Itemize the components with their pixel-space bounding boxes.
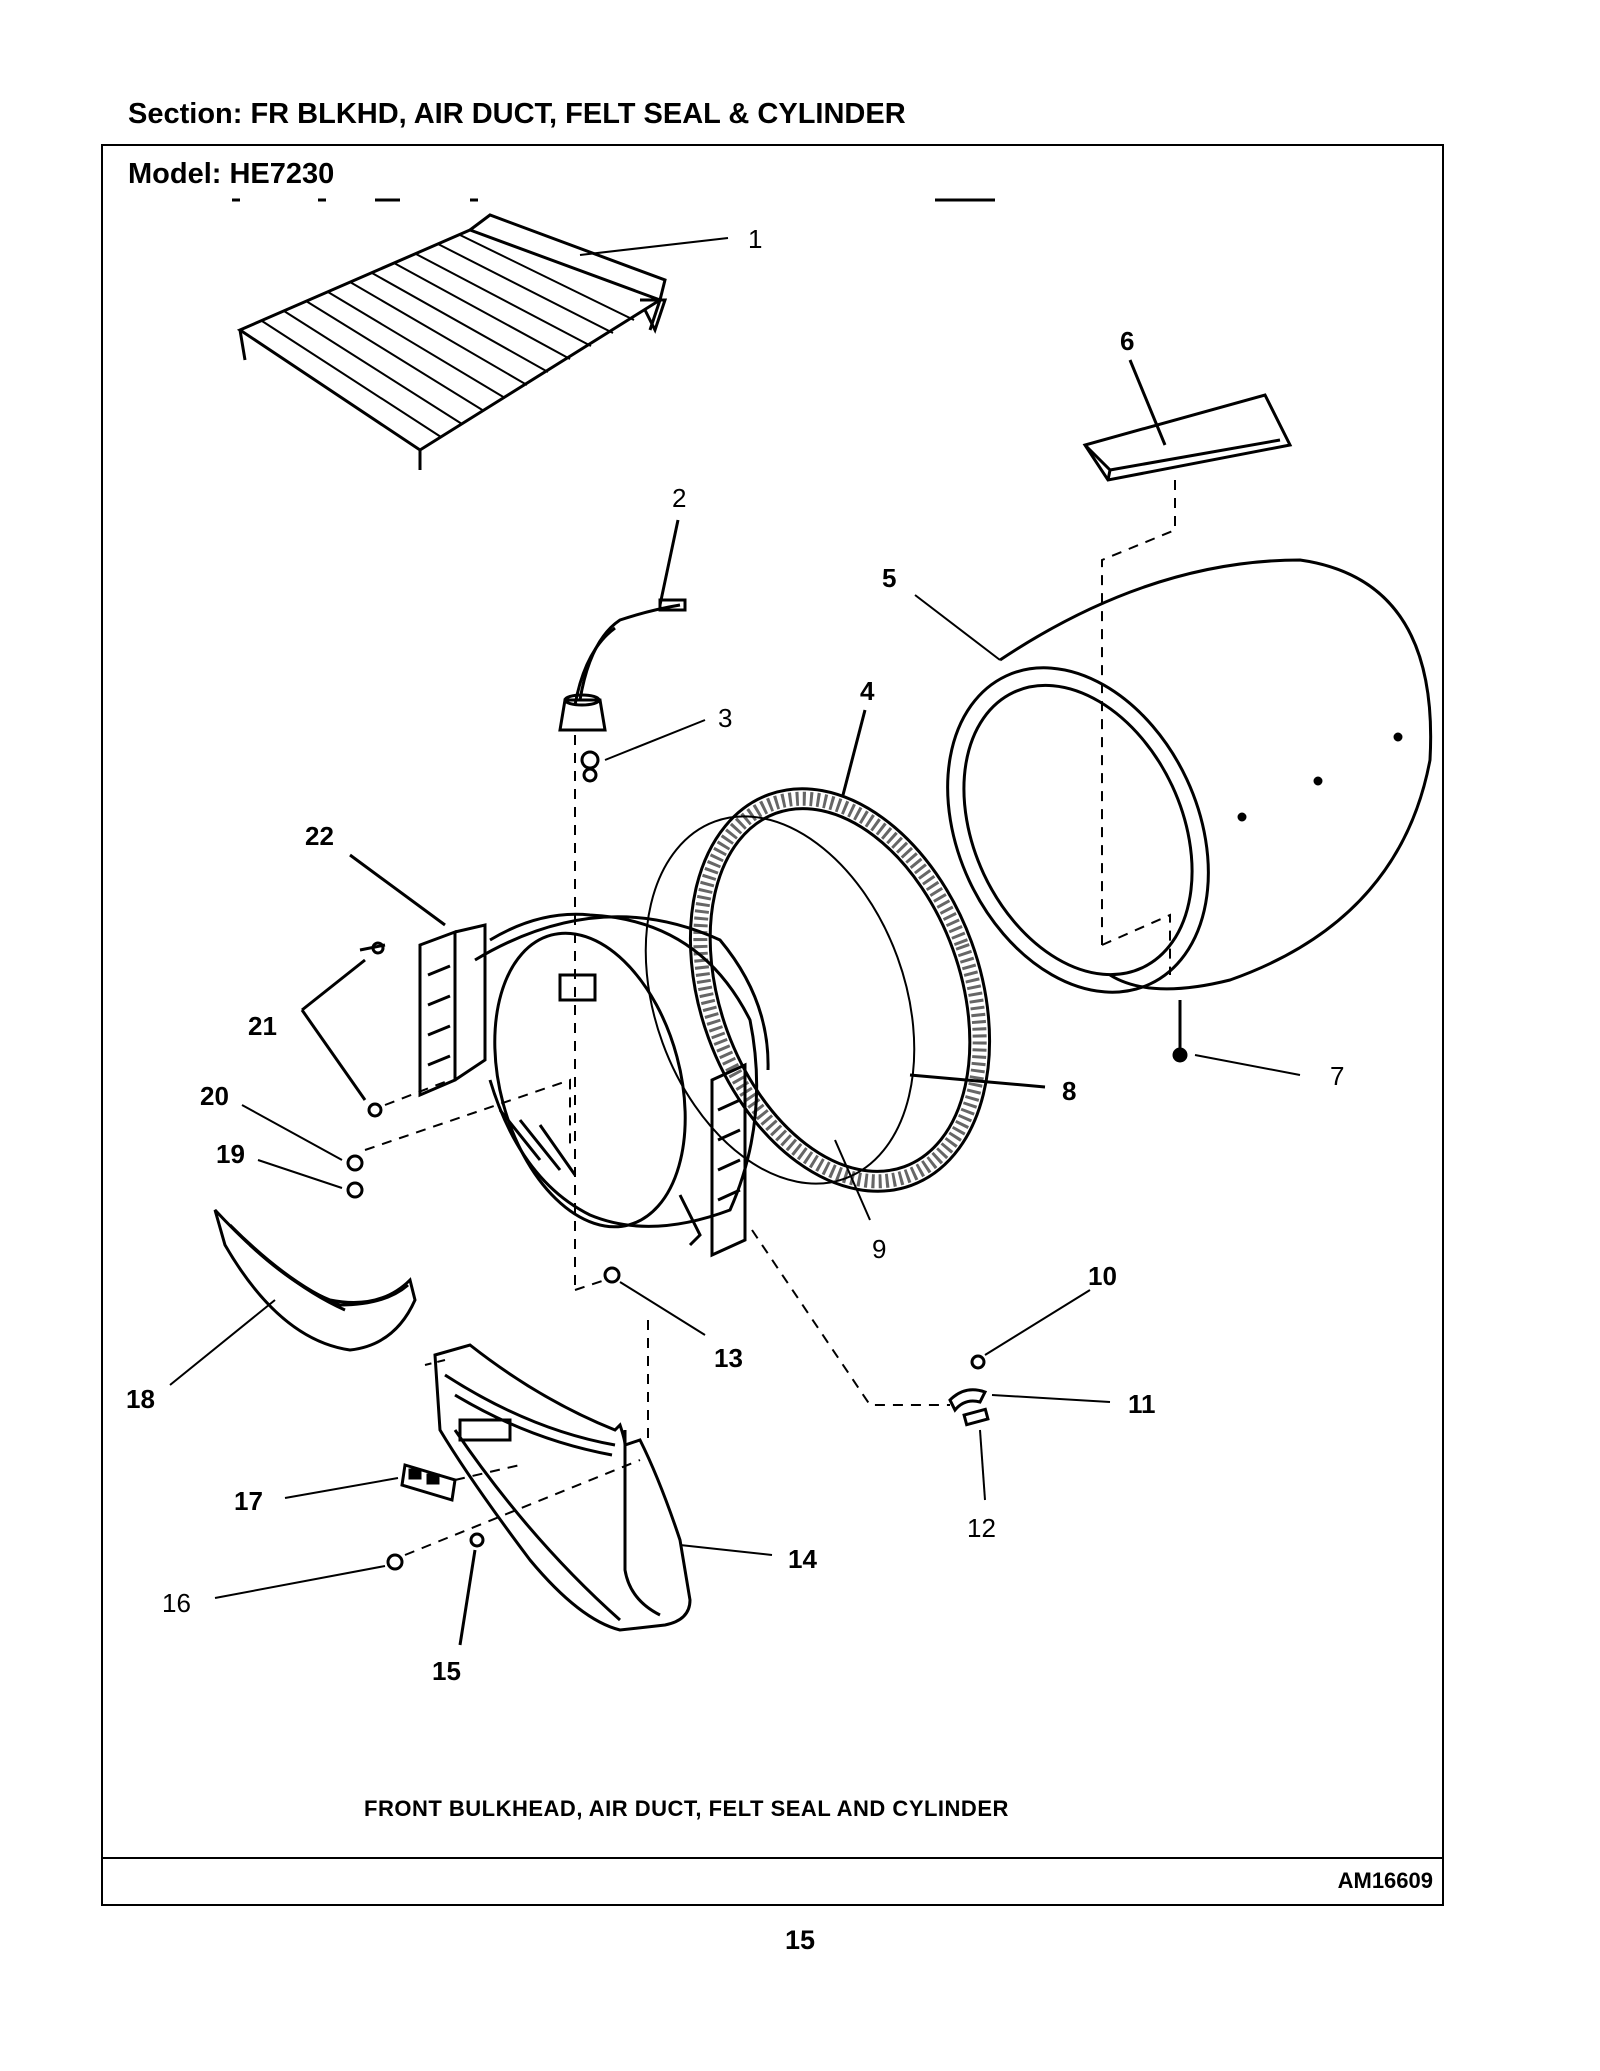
dashed-guide-13 xyxy=(574,1279,606,1291)
part-20-nut xyxy=(346,1154,364,1172)
dashed-guide-17 xyxy=(454,1464,521,1481)
part-14-air-duct xyxy=(433,1343,692,1632)
leader-18 xyxy=(169,1299,276,1386)
callout-1: 1 xyxy=(748,224,762,254)
callout-12: 12 xyxy=(967,1513,996,1543)
leader-6 xyxy=(1128,359,1167,446)
leader-4 xyxy=(841,709,867,796)
dashed-guide-11 xyxy=(751,1229,950,1406)
part-16-screw xyxy=(386,1553,404,1571)
callout-3: 3 xyxy=(718,703,732,733)
callout-18: 18 xyxy=(126,1384,155,1414)
part-9-retainer-ring xyxy=(644,815,916,1185)
callout-4: 4 xyxy=(860,676,875,706)
leader-21-b xyxy=(300,1009,367,1101)
dashed-guide-16 xyxy=(404,1459,641,1556)
leader-14 xyxy=(679,1544,773,1556)
part-7-screw xyxy=(1172,1000,1188,1063)
leader-12 xyxy=(979,1429,986,1501)
section-title: Section: FR BLKHD, AIR DUCT, FELT SEAL &… xyxy=(128,98,906,130)
callout-7: 7 xyxy=(1330,1061,1344,1091)
page-number: 15 xyxy=(784,1925,816,1955)
part-17-plate xyxy=(400,1463,457,1502)
leader-9 xyxy=(834,1139,871,1221)
callout-14: 14 xyxy=(788,1544,817,1574)
leader-1 xyxy=(579,237,729,256)
leader-22 xyxy=(349,853,446,927)
callout-21: 21 xyxy=(248,1011,277,1041)
dashed-guide-6 xyxy=(1101,480,1176,945)
document-code: AM16609 xyxy=(1337,1868,1433,1893)
part-22-hinge-bracket xyxy=(418,923,487,1098)
leader-8 xyxy=(909,1073,1046,1089)
part-21-screws xyxy=(359,941,386,1118)
leader-5 xyxy=(914,594,1001,661)
dashed-guide-5 xyxy=(1101,913,1171,975)
leader-15 xyxy=(458,1549,477,1646)
callout-10: 10 xyxy=(1088,1261,1117,1291)
leader-16 xyxy=(214,1565,386,1599)
callout-13: 13 xyxy=(714,1343,743,1373)
diagram-frame xyxy=(101,144,1444,1906)
leader-10 xyxy=(984,1289,1091,1356)
callout-8: 8 xyxy=(1062,1076,1076,1106)
part-3-screw xyxy=(580,750,600,783)
dashed-guide-14-b xyxy=(424,1359,446,1366)
callout-22: 22 xyxy=(305,821,334,851)
part-4-felt-seal xyxy=(688,787,992,1193)
leader-17 xyxy=(284,1477,399,1499)
footer-divider xyxy=(101,1857,1444,1859)
callout-numbers: 1 2 3 4 5 6 7 8 9 10 11 12 13 14 15 16 1… xyxy=(126,224,1344,1686)
part-18-lint-guide xyxy=(213,1208,417,1352)
part-19-nut xyxy=(346,1181,364,1199)
callout-16: 16 xyxy=(162,1588,191,1618)
callout-2: 2 xyxy=(672,483,686,513)
leader-11 xyxy=(991,1394,1111,1403)
front-bulkhead xyxy=(474,912,770,1258)
callout-5: 5 xyxy=(882,563,896,593)
part-12-pin xyxy=(962,1407,990,1427)
dashed-guide-19 xyxy=(364,1078,571,1151)
leader-13 xyxy=(619,1281,706,1336)
callout-11: 11 xyxy=(1128,1389,1156,1419)
part-1-lint-screen xyxy=(236,213,668,470)
part-13-screw xyxy=(603,1266,621,1284)
dashed-guide-21 xyxy=(384,1079,451,1106)
part-15-screw xyxy=(469,1532,485,1548)
leader-7 xyxy=(1194,1054,1301,1076)
callout-20: 20 xyxy=(200,1081,229,1111)
callout-19: 19 xyxy=(216,1139,245,1169)
model-label: Model: HE7230 xyxy=(128,158,335,190)
part-5-cylinder xyxy=(946,558,1433,994)
leader-21-a xyxy=(301,958,366,1012)
part-11-clip xyxy=(948,1388,988,1413)
part-2-thermistor xyxy=(558,598,687,732)
leader-2 xyxy=(658,519,680,606)
diagram-caption: FRONT BULKHEAD, AIR DUCT, FELT SEAL AND … xyxy=(364,1796,1009,1821)
callout-9: 9 xyxy=(872,1234,886,1264)
callout-17: 17 xyxy=(234,1486,263,1516)
part-10-screw xyxy=(970,1354,986,1370)
leader-20 xyxy=(241,1104,343,1161)
leader-19 xyxy=(257,1159,343,1189)
callout-15: 15 xyxy=(432,1656,461,1686)
callout-6: 6 xyxy=(1120,326,1134,356)
part-6-baffle xyxy=(1082,393,1293,482)
leader-3 xyxy=(604,719,706,761)
